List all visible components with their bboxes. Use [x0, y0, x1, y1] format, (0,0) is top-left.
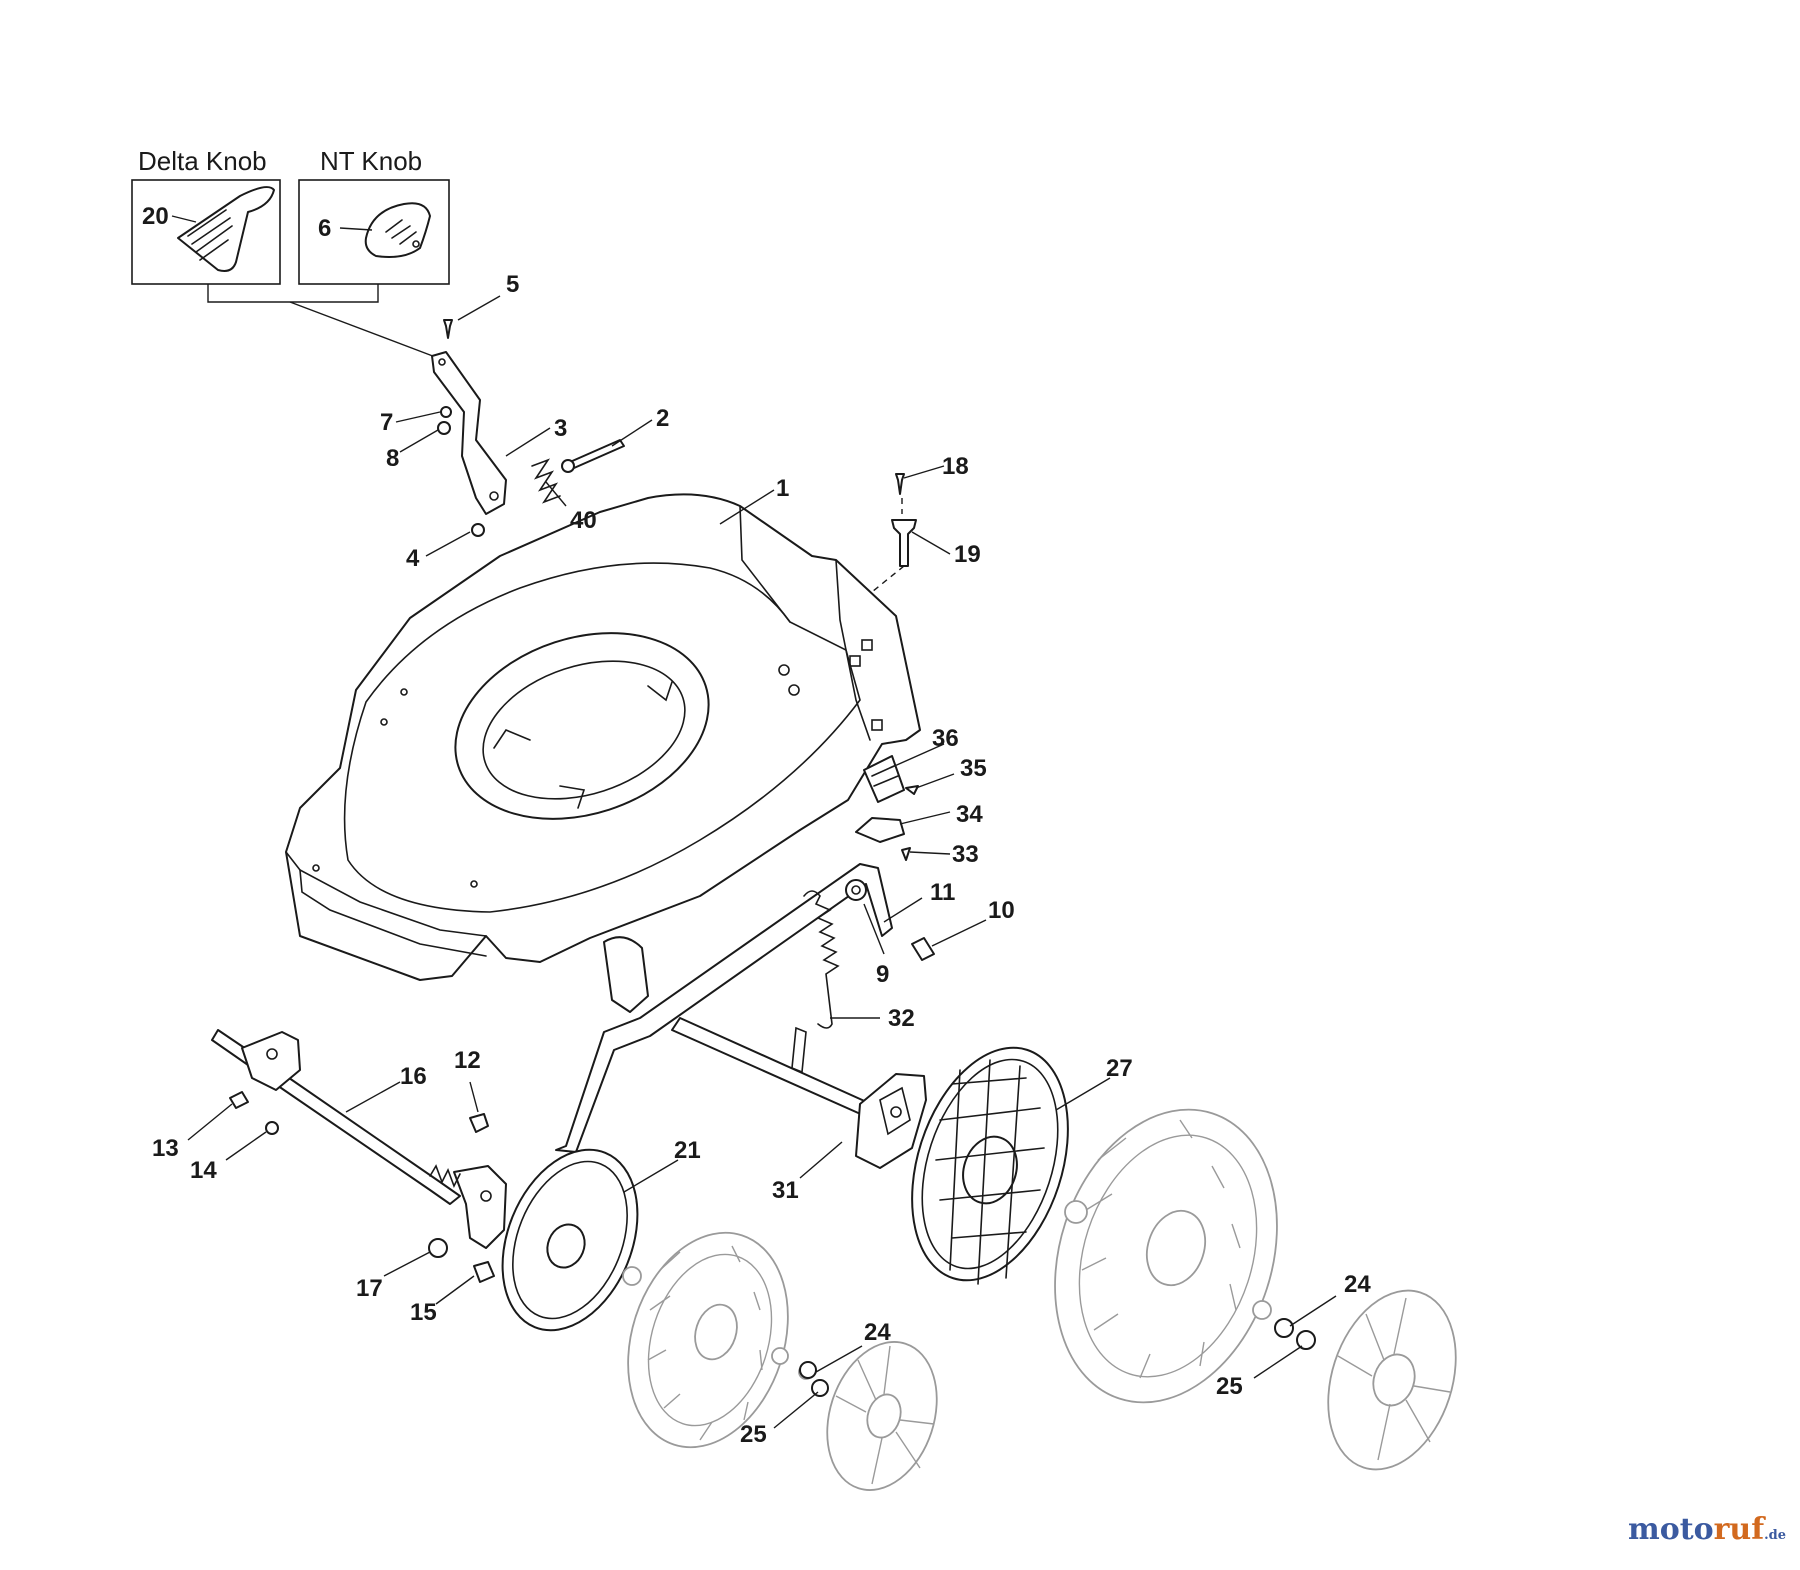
callout-33: 33: [952, 841, 979, 868]
rear-bracket-icon: [855, 755, 919, 861]
callout-21: 21: [674, 1137, 701, 1164]
watermark-part1: moto: [1627, 1512, 1714, 1547]
front-axle-icon: [211, 1029, 507, 1283]
callout-24-rear: 24: [1344, 1271, 1371, 1298]
callout-8: 8: [386, 445, 399, 472]
callout-36: 36: [932, 725, 959, 752]
rear-hub-fasteners-icon: [1274, 1318, 1316, 1350]
callout-40: 40: [570, 507, 597, 534]
front-hubcap-icon: [826, 1341, 938, 1491]
watermark-part2: ruf: [1713, 1512, 1765, 1547]
watermark-logo: motoruf.de: [1628, 1512, 1786, 1547]
delta-knob-box: [131, 179, 281, 285]
rear-wheel-icon: [1054, 1108, 1278, 1404]
front-wheel-icon: [622, 1231, 814, 1449]
height-lever-icon: [431, 319, 625, 537]
callout-2: 2: [656, 405, 669, 432]
callout-17: 17: [356, 1275, 383, 1302]
nt-knob-box: [298, 179, 450, 285]
delta-knob-title: Delta Knob: [138, 146, 267, 176]
callout-4: 4: [406, 545, 420, 572]
callout-12: 12: [454, 1047, 481, 1074]
callout-10: 10: [988, 897, 1015, 924]
callout-32: 32: [888, 1005, 915, 1032]
callout-15: 15: [410, 1299, 437, 1326]
callout-35: 35: [960, 755, 987, 782]
nt-knob-title: NT Knob: [320, 146, 422, 176]
callout-3: 3: [554, 415, 567, 442]
callout-25-front: 25: [740, 1421, 767, 1448]
callout-7: 7: [380, 409, 393, 436]
delta-knob-icon: [177, 186, 275, 272]
callout-27: 27: [1106, 1055, 1133, 1082]
callout-6: 6: [318, 215, 331, 242]
knob-insets: Delta Knob NT Knob: [131, 146, 450, 359]
front-deflector-icon: [501, 1148, 639, 1332]
callout-numbers: 20 6 5 7 8 3 2 40 4 1 18 19 36 35 34 33 …: [142, 203, 1371, 1448]
callout-14: 14: [190, 1157, 217, 1184]
leader-lines: [171, 215, 1337, 1429]
callout-31: 31: [772, 1177, 799, 1204]
callout-24-front: 24: [864, 1319, 891, 1346]
callout-34: 34: [956, 801, 983, 828]
callout-20: 20: [142, 203, 169, 230]
mower-deck-icon: [285, 493, 921, 981]
rear-deflector-icon: [911, 1046, 1069, 1285]
callout-1: 1: [776, 475, 789, 502]
callout-25-rear: 25: [1216, 1373, 1243, 1400]
callout-5: 5: [506, 271, 519, 298]
callout-13: 13: [152, 1135, 179, 1162]
nt-knob-icon: [364, 202, 431, 258]
rear-axle-icon: [555, 863, 935, 1169]
callout-18: 18: [942, 453, 969, 480]
watermark-part3: .de: [1764, 1528, 1786, 1543]
callout-19: 19: [954, 541, 981, 568]
rear-hubcap-icon: [1327, 1289, 1457, 1471]
callout-11: 11: [930, 879, 955, 906]
front-hub-fasteners-icon: [799, 1361, 829, 1397]
callout-9: 9: [876, 961, 889, 988]
callout-16: 16: [400, 1063, 427, 1090]
